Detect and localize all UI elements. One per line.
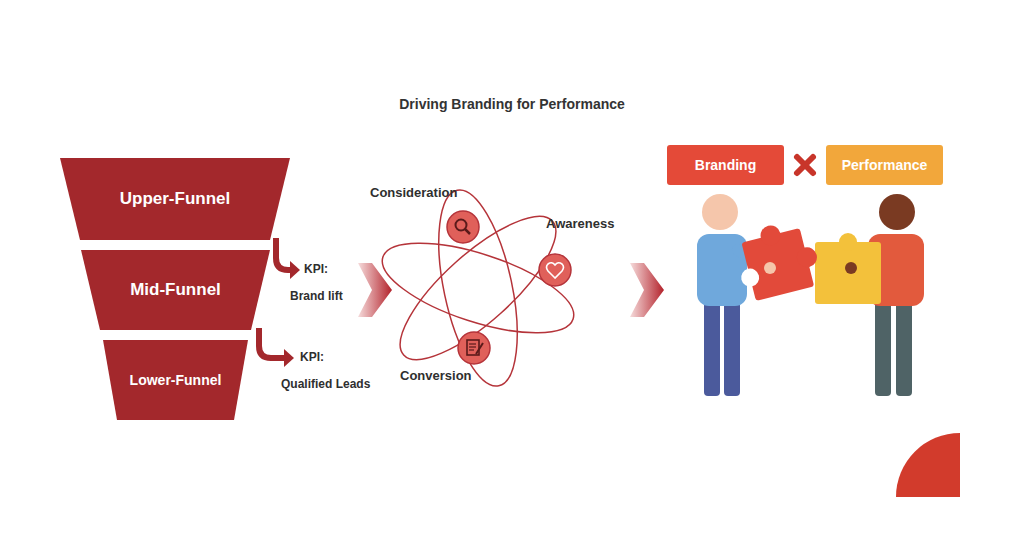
stage-label: Conversion <box>400 368 472 383</box>
funnel-band: Mid-Funnel <box>81 250 270 330</box>
kpi-arrowhead <box>284 261 300 367</box>
atom-orbits <box>372 183 583 393</box>
funnel-band: Upper-Funnel <box>60 158 290 240</box>
funnel-band: Lower-Funnel <box>103 340 248 420</box>
stage-label: Awareness <box>546 216 614 231</box>
cross-mark <box>797 157 813 173</box>
puzzle-yellow <box>815 233 881 304</box>
kpi-value: Brand lift <box>290 289 343 303</box>
node-label: Branding <box>695 157 756 173</box>
category-box: Branding <box>667 145 784 185</box>
category-box: Performance <box>826 145 943 185</box>
node-label: Upper-Funnel <box>120 189 231 209</box>
awareness-icon <box>539 254 571 286</box>
kpi-label: KPI: <box>300 350 324 364</box>
hand <box>845 262 857 274</box>
flow-chevron <box>630 263 664 317</box>
node-label: Lower-Funnel <box>130 372 222 388</box>
node-label: Mid-Funnel <box>130 280 221 300</box>
flow-chevron <box>358 263 392 317</box>
stage-label: Consideration <box>370 185 457 200</box>
conversion-icon <box>458 332 490 364</box>
puzzle-red <box>730 216 824 303</box>
kpi-value: Qualified Leads <box>281 377 370 391</box>
corner-decoration <box>896 433 960 497</box>
hand <box>764 262 776 274</box>
consideration-icon <box>447 211 479 243</box>
kpi-label: KPI: <box>304 262 328 276</box>
node-label: Performance <box>842 157 928 173</box>
diagram-title: Driving Branding for Performance <box>0 96 1024 112</box>
